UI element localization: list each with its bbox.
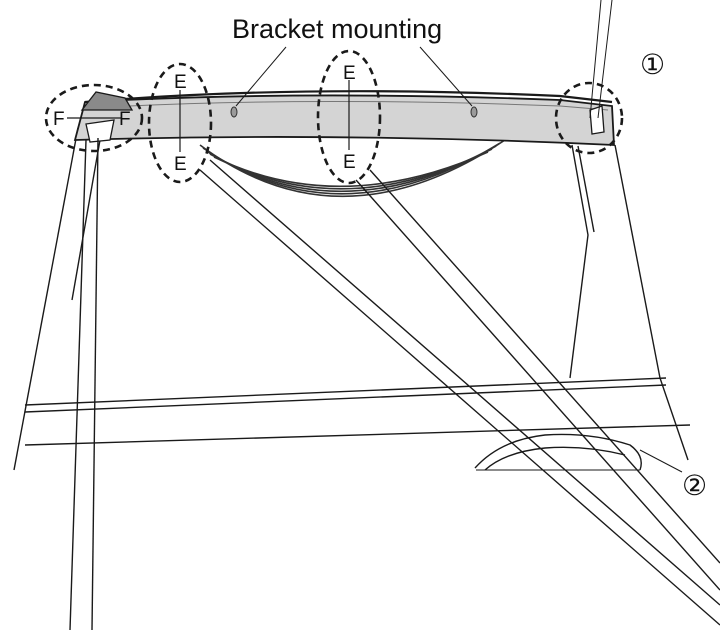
point-F-label-right: F (119, 109, 131, 130)
part-2-leader (639, 449, 683, 473)
bracket-leader-left (235, 46, 287, 107)
ellipse-part-1 (554, 81, 624, 155)
leader-lines (235, 0, 683, 473)
part-number-1: ① (640, 49, 665, 80)
part-number-2: ② (682, 470, 707, 501)
left-clip (80, 91, 134, 143)
bracket-mounting-label: Bracket mounting (232, 14, 442, 44)
ellipse-E-left (147, 62, 213, 184)
point-E-label-left-top: E (174, 72, 187, 93)
spoiler-panel (73, 90, 615, 146)
mounting-holes (230, 106, 478, 118)
point-connectors (67, 80, 350, 152)
mounting-hole-left (230, 106, 238, 118)
point-E-label-middle-bottom: E (343, 152, 356, 173)
callout-ellipses (44, 49, 624, 185)
bracket-leader-right (419, 46, 473, 107)
point-F-label-left: F (53, 109, 65, 130)
spoiler-arc (199, 139, 506, 198)
point-E-label-middle-top: E (343, 63, 356, 84)
point-E-label-left-bottom: E (174, 154, 187, 175)
straps (69, 137, 720, 630)
ellipse-E-middle (316, 49, 382, 185)
ellipse-F (44, 83, 144, 153)
right-clip (589, 105, 605, 135)
part-1-leader (589, 0, 602, 119)
vehicle-body (13, 127, 691, 471)
part-1-leader-b (597, 0, 613, 119)
mounting-hole-right (470, 106, 478, 118)
